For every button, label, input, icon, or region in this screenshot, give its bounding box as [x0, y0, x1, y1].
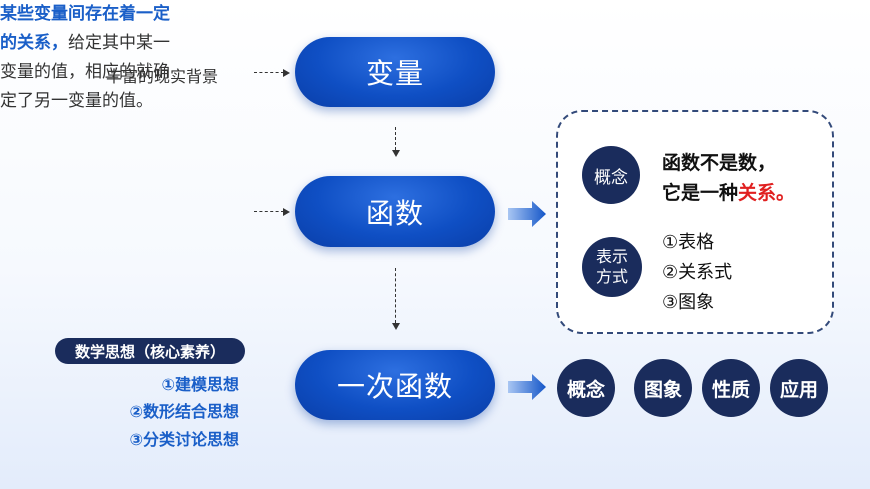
- concept-line-2: 它是一种关系。: [662, 178, 795, 205]
- thinking-item-classification: ③分类讨论思想: [129, 430, 239, 449]
- variable-node: 变量: [295, 37, 495, 107]
- function-to-linear-line: [395, 268, 396, 323]
- bg-to-variable-arrowhead: [283, 68, 290, 77]
- thinking-item-modeling: ①建模思想: [161, 375, 239, 394]
- definition-highlight: 某些变量间存在着一定的关系，: [0, 4, 170, 53]
- thinking-item-numeric-graphic: ②数形结合思想: [129, 402, 239, 421]
- function-definition: 某些变量间存在着一定的关系，给定其中某一变量的值，相应的就确定了另一变量的值。: [0, 0, 172, 116]
- def-to-function-line: [254, 211, 284, 212]
- concept-line-1: 函数不是数，: [662, 152, 777, 174]
- representation-label-line-2: 方式: [595, 267, 628, 286]
- topic-application: 应用: [770, 359, 828, 417]
- thinking-badge: 数学思想（核心素养）: [55, 338, 245, 364]
- representation-item-table: ①表格: [662, 232, 715, 253]
- function-to-concept-arrow: [508, 201, 546, 227]
- background-label: 丰富的现实背景: [106, 67, 219, 86]
- def-to-function-arrowhead: [283, 207, 290, 216]
- representation-label-line-1: 表示: [595, 247, 628, 266]
- topic-properties: 性质: [702, 359, 760, 417]
- representation-item-graph: ③图象: [662, 292, 715, 313]
- linear-function-node: 一次函数: [295, 350, 495, 420]
- linear-to-topics-arrow: [508, 374, 546, 400]
- concept-line-2-prefix: 它是一种: [662, 182, 739, 204]
- representation-item-formula: ②关系式: [662, 262, 733, 283]
- function-node: 函数: [295, 176, 495, 247]
- function-to-linear-arrowhead: [391, 323, 400, 330]
- variable-to-function-line: [395, 127, 396, 150]
- topic-graph: 图象: [634, 359, 692, 417]
- bg-to-variable-line: [254, 72, 284, 73]
- representation-circle: 表示方式: [582, 237, 642, 297]
- concept-circle: 概念: [582, 146, 640, 204]
- topic-concept: 概念: [557, 359, 615, 417]
- definition-rest: 给定其中某一变量的值，相应的就确定了另一变量的值。: [0, 33, 170, 111]
- variable-to-function-arrowhead: [391, 150, 400, 157]
- concept-line-2-highlight: 关系。: [738, 182, 796, 204]
